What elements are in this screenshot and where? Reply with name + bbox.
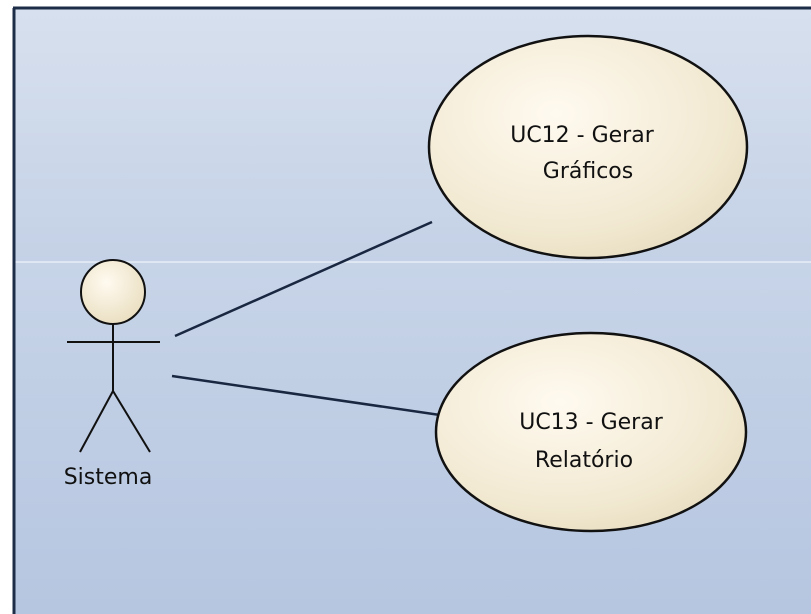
use-case-uc12-line-2: Gráficos xyxy=(543,159,633,184)
use-case-uc13-line-2: Relatório xyxy=(535,448,633,473)
actor-right-leg xyxy=(112,390,151,453)
use-case-uc12-shape xyxy=(427,34,749,260)
actor-sistema[interactable]: Sistema xyxy=(64,259,160,490)
actor-name: Sistema xyxy=(64,465,153,490)
use-case-uc12[interactable]: UC12 - Gerar Gráficos xyxy=(427,34,749,260)
use-case-uc12-line-1: UC12 - Gerar xyxy=(510,123,654,148)
use-case-uc13-shape xyxy=(434,331,748,533)
actor-head xyxy=(80,259,146,325)
association-uc12 xyxy=(174,220,433,338)
actor-left-leg xyxy=(79,390,114,453)
association-uc13 xyxy=(171,374,441,417)
use-case-uc13[interactable]: UC13 - Gerar Relatório xyxy=(434,331,748,533)
use-case-uc13-line-1: UC13 - Gerar xyxy=(519,410,663,435)
